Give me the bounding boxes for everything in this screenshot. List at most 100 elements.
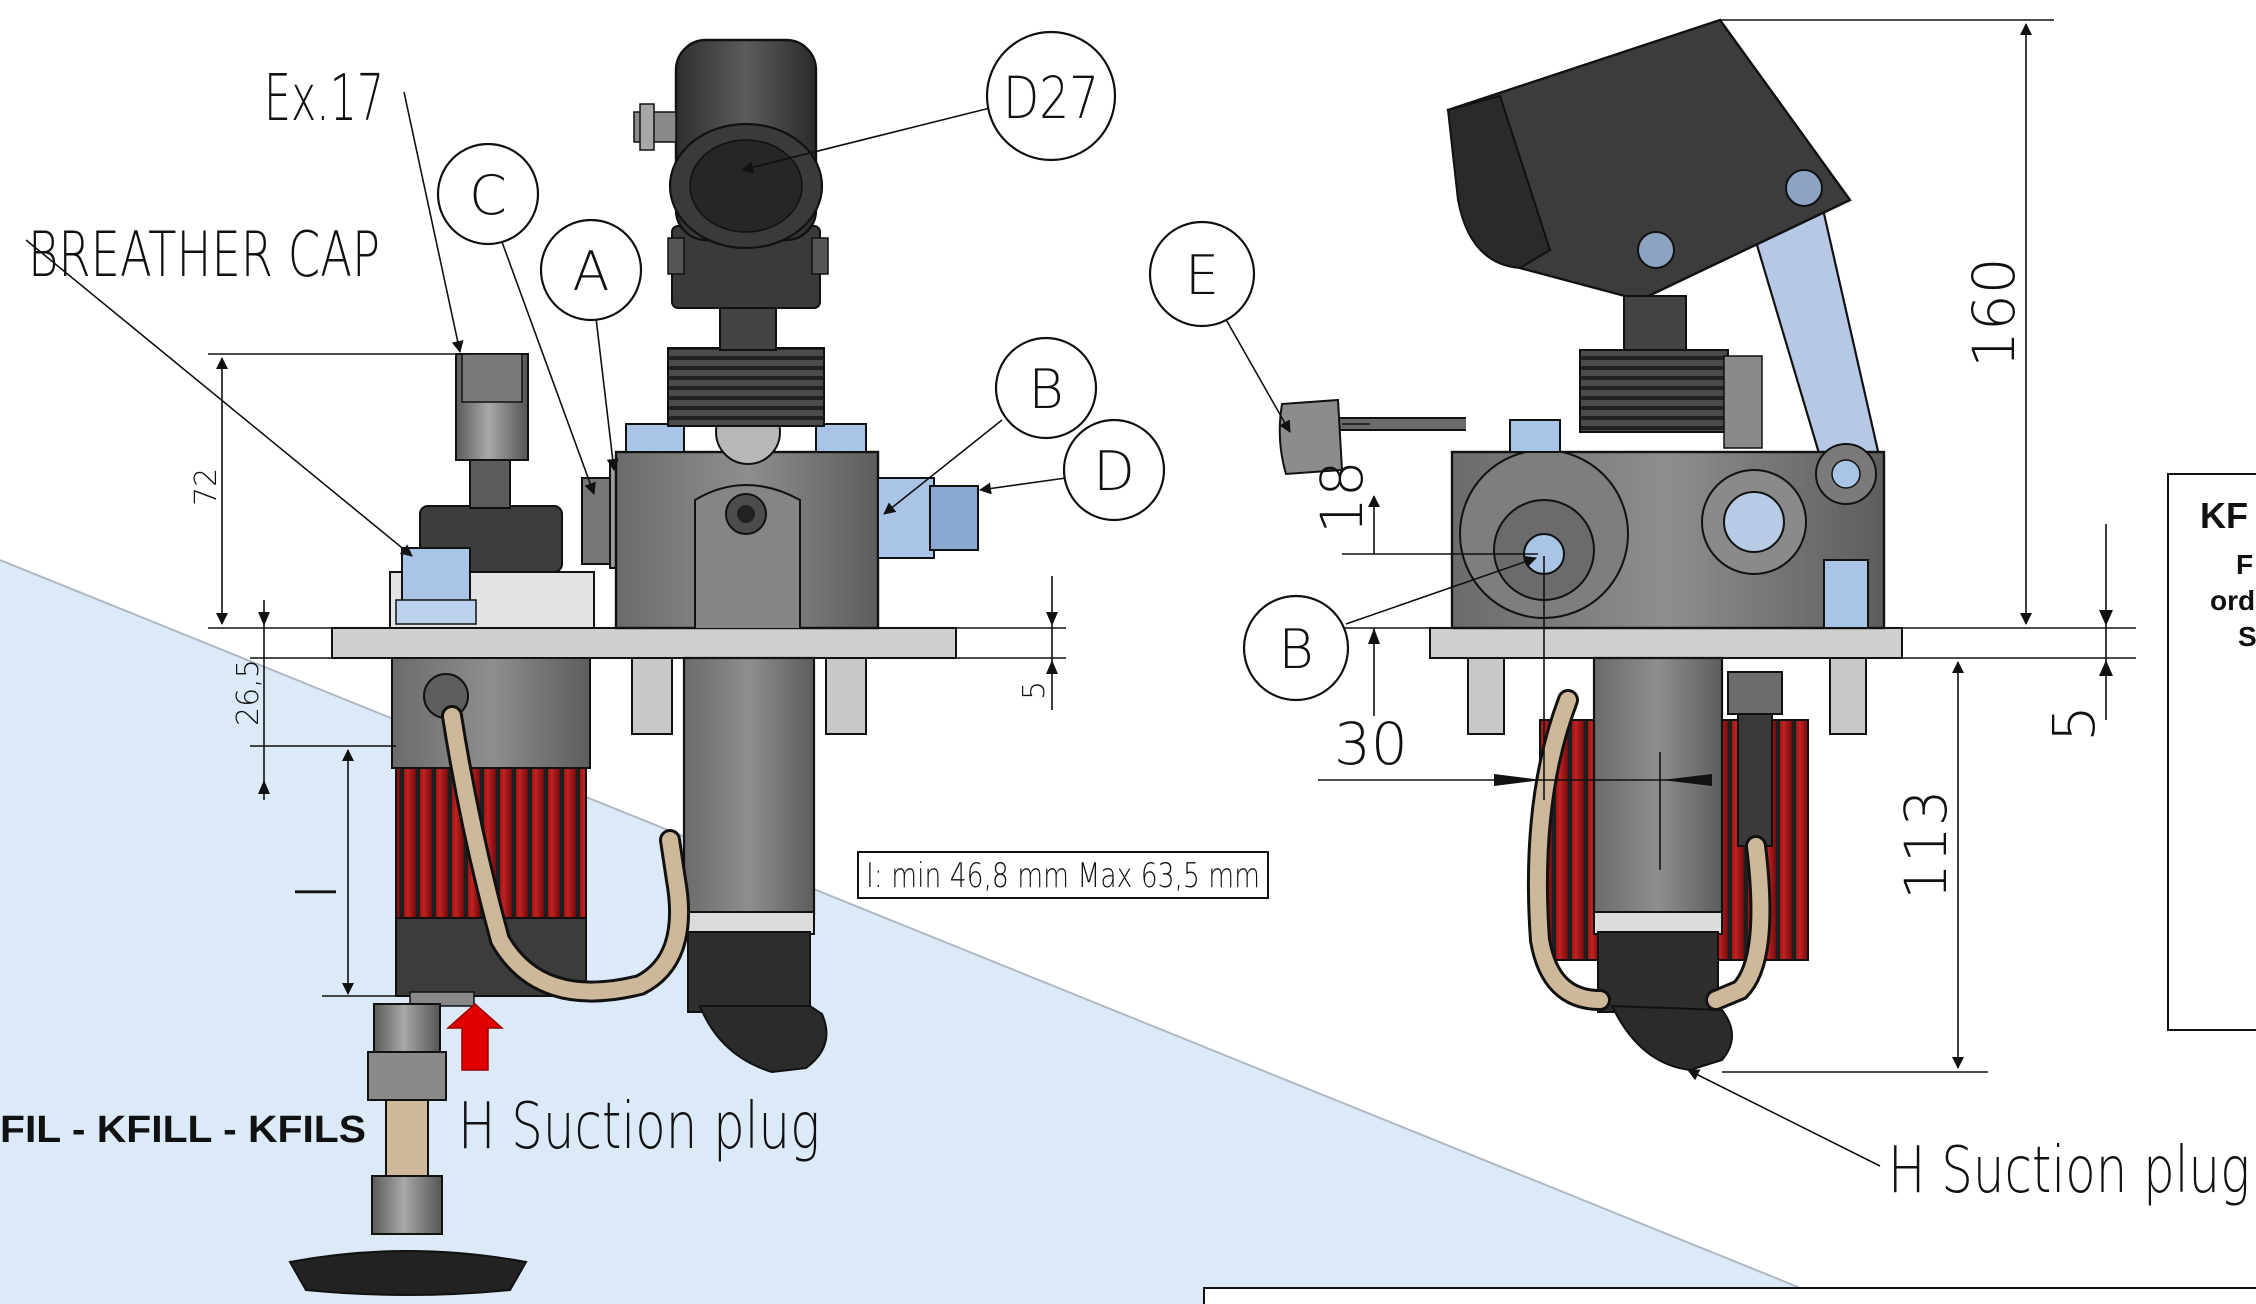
bubble-c-text: C xyxy=(469,164,507,227)
front-handle-socket-inner xyxy=(689,139,803,233)
suction-side-text: H Suction plug xyxy=(1888,1134,2250,1208)
blue-zone-edge xyxy=(0,559,1841,1304)
side-cylinder-lower xyxy=(1597,931,1719,1013)
front-blue-bolt xyxy=(401,547,471,605)
dim-5-side-text: 5 xyxy=(2040,705,2108,742)
right-panel-line3: S xyxy=(2238,621,2256,652)
dim-18-arrow xyxy=(1368,628,1380,644)
suction-filter xyxy=(288,1003,528,1296)
dim-30-arrow-right xyxy=(1662,774,1712,786)
bubble-d-text: D xyxy=(1093,440,1135,503)
dim-i-text: I xyxy=(285,883,350,900)
front-blue-bolt-2 xyxy=(395,599,477,625)
dim-113-text: 113 xyxy=(1892,789,1960,900)
bubble-b-side-text: B xyxy=(1278,618,1313,681)
right-info-panel xyxy=(2167,473,2256,1031)
front-handle-pin-head xyxy=(639,103,655,151)
front-mounting-plate xyxy=(331,627,957,659)
leader-b-front xyxy=(883,419,1003,515)
side-view xyxy=(1278,18,1903,1072)
label-breather-cap: BREATHER CAP xyxy=(28,218,380,291)
range-note-box xyxy=(857,851,1269,899)
front-tank-top xyxy=(391,657,591,769)
front-hose-fill xyxy=(444,708,687,1000)
range-note-text: I: min 46,8 mm Max 63,5 mm xyxy=(866,856,1260,896)
bottom-table-frame xyxy=(1203,1287,2256,1304)
dim-5-side-arrow-bottom xyxy=(2099,660,2113,676)
dim-5-side-arrow-top xyxy=(2099,610,2113,626)
filter-upper-body xyxy=(367,1051,447,1101)
front-pump-nut-inner xyxy=(737,505,755,523)
bubble-e-text: E xyxy=(1185,244,1219,307)
leader-d27 xyxy=(741,107,991,174)
front-clamp-l xyxy=(667,237,685,275)
front-breather-cap-top xyxy=(461,353,523,403)
side-mounting-plate xyxy=(1429,627,1903,659)
right-panel-line1: F xyxy=(2236,549,2253,580)
side-handle-socket-front xyxy=(1446,94,1552,270)
filter-codes-text: FIL - KFILL - KFILS xyxy=(0,1109,366,1151)
leader-d xyxy=(979,477,1067,495)
front-tank-cap xyxy=(409,991,475,1007)
bubble-c xyxy=(436,142,540,246)
side-pipe-nut xyxy=(1727,671,1783,715)
front-view xyxy=(288,38,979,1296)
front-cylinder-ring xyxy=(683,911,815,935)
side-bellows xyxy=(1579,349,1729,433)
side-under-post-r xyxy=(1829,657,1867,735)
front-cylinder-lower xyxy=(687,931,811,1013)
front-under-post-l xyxy=(631,657,673,735)
dim-5-front-text: 5 xyxy=(1017,681,1052,700)
bubble-b-side xyxy=(1242,594,1350,702)
front-breather-stem xyxy=(469,459,511,509)
front-fitting-d-body xyxy=(877,477,935,559)
side-socket-bolt-2 xyxy=(1785,169,1823,207)
bubble-d27-text: D27 xyxy=(1003,64,1099,132)
side-body-nut-right xyxy=(1723,491,1785,553)
front-pump-face xyxy=(694,484,801,628)
dim-26-5-text: 26,5 xyxy=(231,659,266,726)
side-hose-left-fill xyxy=(1529,692,1608,1008)
dim-5-arrow-top xyxy=(1046,612,1058,626)
bubble-b-front-text: B xyxy=(1028,358,1063,421)
leader-e xyxy=(1223,315,1291,433)
front-under-post-r xyxy=(825,657,867,735)
side-arm-pivot-nut xyxy=(1831,459,1861,489)
leader-b-side xyxy=(1345,555,1537,625)
leader-ex17 xyxy=(403,91,464,353)
right-panel-line2: ord xyxy=(2210,585,2255,616)
front-cylinder xyxy=(682,656,816,916)
dim-26-5-arrow-top xyxy=(258,612,270,626)
front-clamp-r xyxy=(811,237,829,275)
bubble-a xyxy=(539,218,643,322)
front-fitting-d-nut xyxy=(929,485,979,551)
dim-26-5-arrow-bottom xyxy=(258,780,270,794)
filter-tube xyxy=(385,1099,429,1177)
right-panel-title: KF xyxy=(2200,495,2248,536)
bubble-a-text: A xyxy=(573,240,610,303)
front-pump-top-bolt-r xyxy=(815,423,867,453)
side-hose-right-fill xyxy=(1708,838,1769,1008)
bubble-d27 xyxy=(985,30,1117,162)
side-cylinder-ring xyxy=(1593,911,1723,935)
filter-lower-nut xyxy=(371,1175,443,1235)
dim-5-arrow-bottom xyxy=(1046,660,1058,674)
front-pump-top-bolt-l xyxy=(625,423,685,453)
side-bellows-cover xyxy=(1723,355,1763,449)
bubble-b-front xyxy=(994,336,1098,440)
dim-72-text: 72 xyxy=(189,468,224,506)
side-socket-bolt-1 xyxy=(1637,231,1675,269)
dim-30-text: 30 xyxy=(1334,710,1408,778)
filter-top-nut xyxy=(373,1003,441,1055)
side-body-bolt-top xyxy=(1509,419,1561,453)
suction-front-text: H Suction plug xyxy=(458,1090,820,1164)
leader-a xyxy=(595,317,619,471)
side-cylinder xyxy=(1592,656,1724,916)
bubble-e xyxy=(1148,220,1256,328)
side-suction-elbow xyxy=(1610,1004,1733,1072)
side-body-bolt-right xyxy=(1823,559,1869,629)
front-suction-elbow xyxy=(698,1005,828,1074)
leader-suction-side xyxy=(1687,1069,1881,1167)
leader-c xyxy=(501,241,596,495)
